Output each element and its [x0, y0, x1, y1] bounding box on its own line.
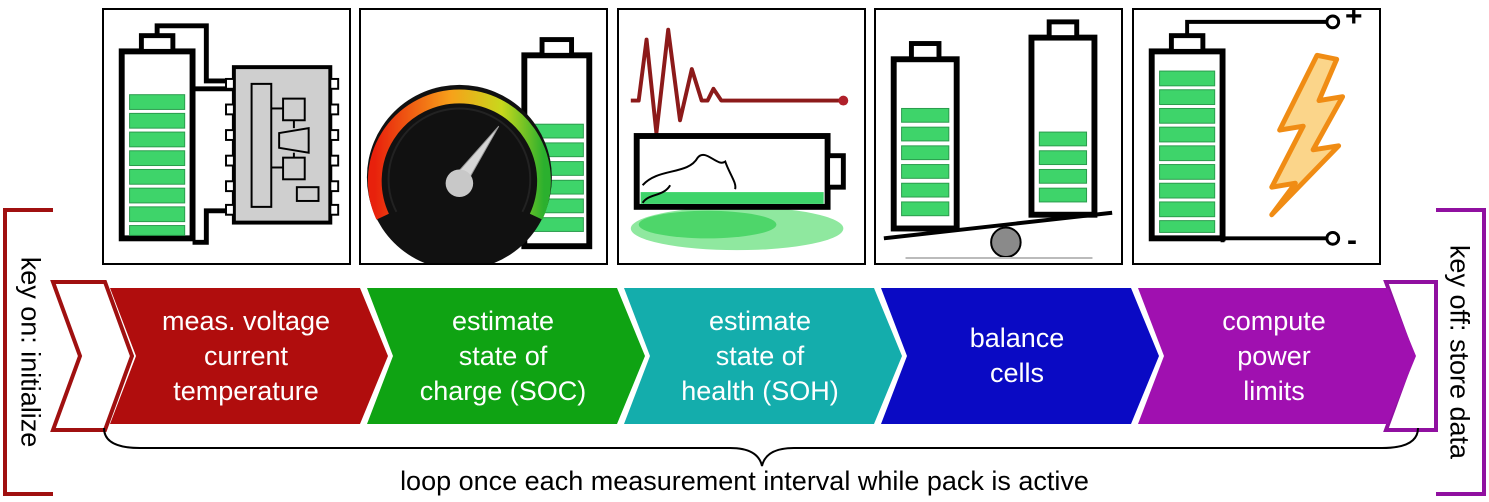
plus-terminal-label: + [1345, 0, 1363, 33]
step-4-chevron [881, 288, 1159, 424]
step-2-label: estimate state of charge (SOC) [419, 305, 587, 406]
panel-soh [617, 8, 866, 265]
panel-soc [359, 8, 608, 265]
heartbeat-and-leaking-battery-icon [630, 27, 849, 251]
minus-terminal-label: - [1347, 224, 1357, 257]
end-box: key off: store data [1436, 208, 1486, 496]
step-4-label: balance cells [969, 323, 1065, 388]
step-5-label: compute power limits [1222, 305, 1326, 406]
panel-balance [874, 8, 1123, 265]
panel-measure [102, 8, 351, 265]
step-3-chevron [624, 288, 902, 424]
loop-brace [103, 427, 1419, 467]
battery-with-sensor-chip-icon [118, 23, 340, 245]
batteries-on-seesaw-icon [883, 19, 1113, 259]
step-2-chevron [367, 288, 645, 424]
step-3-label: estimate state of health (SOH) [681, 305, 839, 406]
step-1-chevron [110, 288, 388, 424]
panel-power [1132, 8, 1381, 265]
start-box: key on: initialize [3, 208, 53, 496]
loop-label: loop once each measurement interval whil… [400, 466, 1089, 496]
battery-with-lightning-icon [1148, 14, 1346, 246]
step-5-chevron [1138, 288, 1416, 424]
step-1-label: meas. voltage current temperature [161, 305, 331, 406]
fuel-gauge-and-battery-icon [366, 37, 593, 263]
